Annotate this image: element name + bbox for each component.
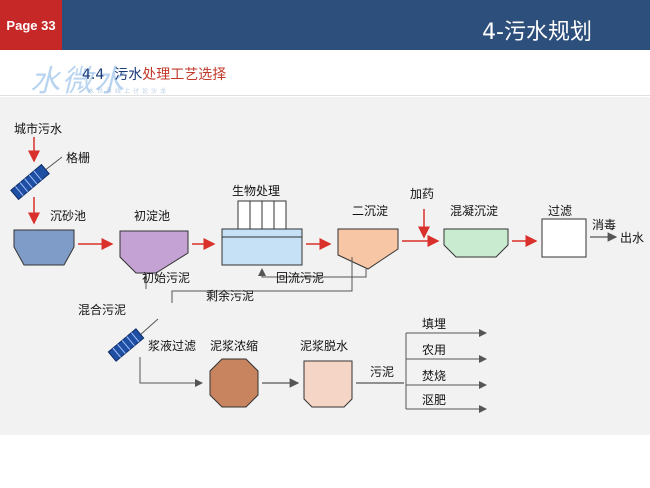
label-bio-treatment: 生物处理	[232, 184, 281, 198]
label-sludge: 污泥	[370, 365, 395, 379]
section-title-plain: 污水	[114, 67, 143, 83]
watermark-text: 水微水	[30, 64, 126, 99]
bio-reactor-tank	[221, 228, 303, 266]
excess-sludge-line	[171, 257, 353, 303]
label-thickening: 泥浆浓缩	[210, 339, 259, 353]
page-number-badge: Page 33	[0, 0, 62, 50]
process-flow-diagram: 城市污水 格栅 沉砂池 初淀池 生物处理 二沉淀 加药 混凝沉淀 过滤 消毒 出…	[0, 97, 650, 435]
label-mixed-sludge: 混合污泥	[78, 303, 127, 317]
label-effluent: 出水	[620, 231, 645, 245]
label-coag-sedimentation: 混凝沉淀	[450, 204, 499, 218]
label-dosing: 加药	[410, 187, 435, 201]
watermark-subtext: 水世界线上讨论沙龙	[88, 88, 170, 95]
label-return-sludge: 回流污泥	[276, 271, 325, 285]
primary-clarifier-shape	[119, 230, 189, 274]
slide-title: 4-污水规划	[482, 20, 592, 45]
watermark-logo: 水微水	[30, 56, 126, 100]
thickener-shape	[209, 358, 259, 408]
label-filtration: 过滤	[548, 204, 573, 218]
label-secondary-clarifier: 二沉淀	[352, 204, 389, 218]
grit-chamber-shape	[13, 229, 75, 266]
sludge-to-thickener-line	[139, 357, 203, 387]
return-sludge-line	[258, 268, 367, 278]
section-heading: 4.4 污水处理工艺选择	[82, 64, 226, 84]
secondary-clarifier-shape	[337, 228, 399, 270]
section-title-highlight: 处理工艺选择	[142, 67, 227, 83]
screen-icon	[10, 163, 50, 201]
dewatering-shape	[303, 360, 353, 408]
label-incineration: 焚烧	[422, 369, 447, 383]
filter-box	[541, 218, 587, 258]
label-agriculture: 农用	[422, 343, 447, 357]
header-divider	[0, 95, 650, 96]
label-grit-chamber: 沉砂池	[50, 209, 87, 223]
coag-tank-shape	[443, 228, 509, 258]
label-landfill: 填埋	[422, 317, 447, 331]
label-primary-sludge: 初始污泥	[142, 271, 191, 285]
label-filtrate: 浆液过滤	[148, 339, 197, 353]
mixed-sludge-pointer	[139, 318, 159, 336]
label-disinfection: 消毒	[592, 218, 617, 232]
label-dewatering: 泥浆脱水	[300, 339, 349, 353]
screen-pointer-line	[43, 156, 63, 172]
label-city-sewage: 城市污水	[14, 122, 63, 136]
label-primary-clarifier: 初淀池	[134, 209, 171, 223]
sludge-screen-icon	[107, 328, 145, 362]
section-number: 4.4	[82, 67, 105, 83]
flow-diagram-svg	[10, 137, 618, 413]
header-bar	[0, 0, 650, 50]
label-screen: 格栅	[66, 151, 91, 165]
label-compost: 沤肥	[422, 393, 447, 407]
label-excess-sludge: 剩余污泥	[206, 289, 255, 303]
